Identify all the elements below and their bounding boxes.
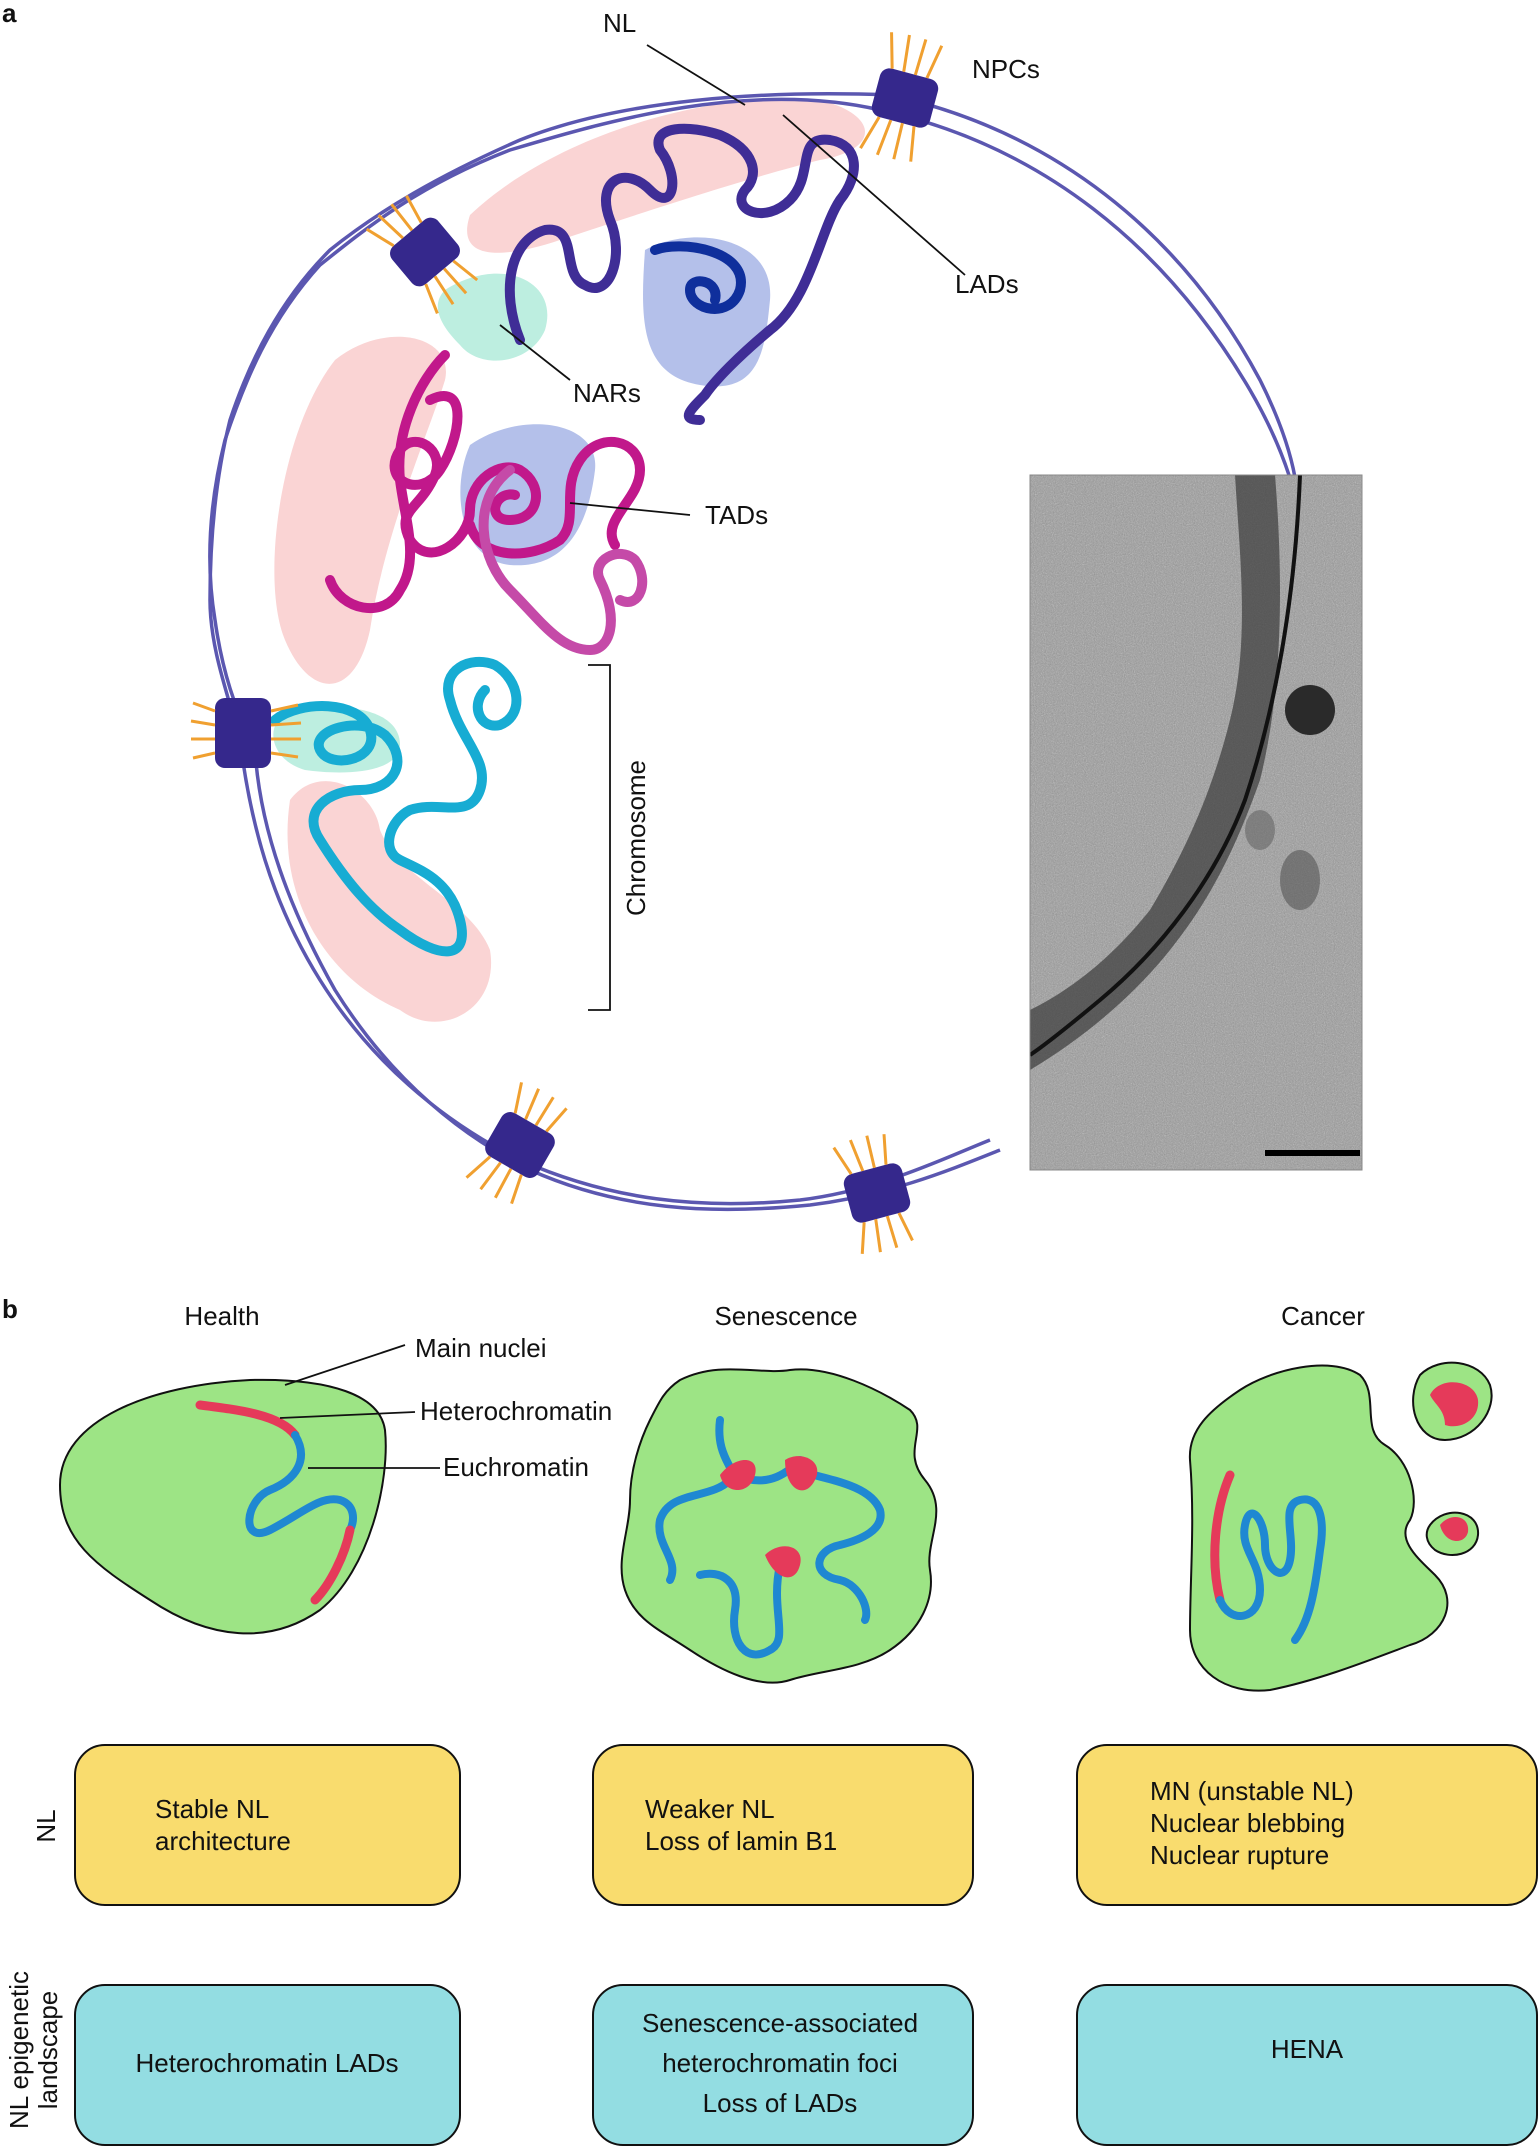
label-tads: TADs	[705, 500, 768, 530]
cancer-nucleus	[1188, 1361, 1493, 1692]
row-label-nl: NL	[31, 1809, 61, 1842]
epi-box-senescence	[592, 1984, 974, 2146]
chromatin-fibres	[270, 123, 859, 957]
nl-box-senescence	[592, 1744, 974, 1906]
callout-euchromatin: Euchromatin	[443, 1452, 589, 1482]
npc-bottom-right	[832, 1134, 914, 1254]
nl-box-cancer	[1076, 1744, 1538, 1906]
epi-text-cancer-1: HENA	[1271, 2034, 1344, 2064]
column-heading-health: Health	[184, 1301, 259, 1331]
nl-row-boxes: Stable NL architecture Weaker NL Loss of…	[74, 1744, 1538, 1906]
nl-text-cancer-1: MN (unstable NL)	[1150, 1776, 1354, 1806]
nl-text-health-1: Stable NL	[155, 1794, 269, 1824]
nuclear-pore-complexes	[190, 32, 944, 1254]
column-heading-cancer: Cancer	[1281, 1301, 1365, 1331]
row-label-epigenetic-line1: NL epigenetic	[4, 1971, 34, 2129]
nl-text-health-2: architecture	[155, 1826, 291, 1856]
nucleus-cross-section: NL NPCs LADs NARs TADs Chromosome	[190, 8, 1312, 1254]
epi-text-senescence-2: heterochromatin foci	[662, 2048, 898, 2078]
panel-b-letter: b	[2, 1294, 18, 1324]
senescence-nucleus	[620, 1368, 938, 1684]
npc-bottom-left	[465, 1082, 568, 1205]
npc-upper-left	[365, 195, 479, 314]
callout-heterochromatin: Heterochromatin	[420, 1396, 612, 1426]
column-heading-senescence: Senescence	[714, 1301, 857, 1331]
npc-top	[859, 32, 944, 162]
nl-text-cancer-3: Nuclear rupture	[1150, 1840, 1329, 1870]
nl-box-health	[74, 1744, 461, 1906]
label-nl: NL	[603, 8, 636, 38]
label-npcs: NPCs	[972, 54, 1040, 84]
epigenetic-row-boxes: Heterochromatin LADs Senescence-associat…	[74, 1984, 1538, 2146]
nl-text-cancer-2: Nuclear blebbing	[1150, 1808, 1345, 1838]
panel-a-leader-lines	[499, 44, 966, 1011]
label-nars: NARs	[573, 378, 641, 408]
label-lads: LADs	[955, 269, 1019, 299]
npc-left	[190, 698, 302, 768]
panel-a-letter: a	[2, 0, 17, 28]
lad-highlights	[274, 98, 865, 1022]
health-nucleus: Main nuclei Heterochromatin Euchromatin	[58, 1333, 612, 1635]
epi-text-senescence-1: Senescence-associated	[642, 2008, 918, 2038]
row-label-epigenetic-line2: landscape	[33, 1991, 63, 2110]
epi-text-health-1: Heterochromatin LADs	[136, 2048, 399, 2078]
nl-text-senescence-1: Weaker NL	[645, 1794, 775, 1824]
epi-box-health	[74, 1984, 461, 2146]
electron-micrograph	[1029, 474, 1363, 1171]
callout-main-nuclei: Main nuclei	[415, 1333, 547, 1363]
label-chromosome: Chromosome	[621, 760, 651, 916]
epi-box-cancer	[1076, 1984, 1538, 2146]
epi-text-senescence-3: Loss of LADs	[703, 2088, 858, 2118]
nl-text-senescence-2: Loss of lamin B1	[645, 1826, 837, 1856]
